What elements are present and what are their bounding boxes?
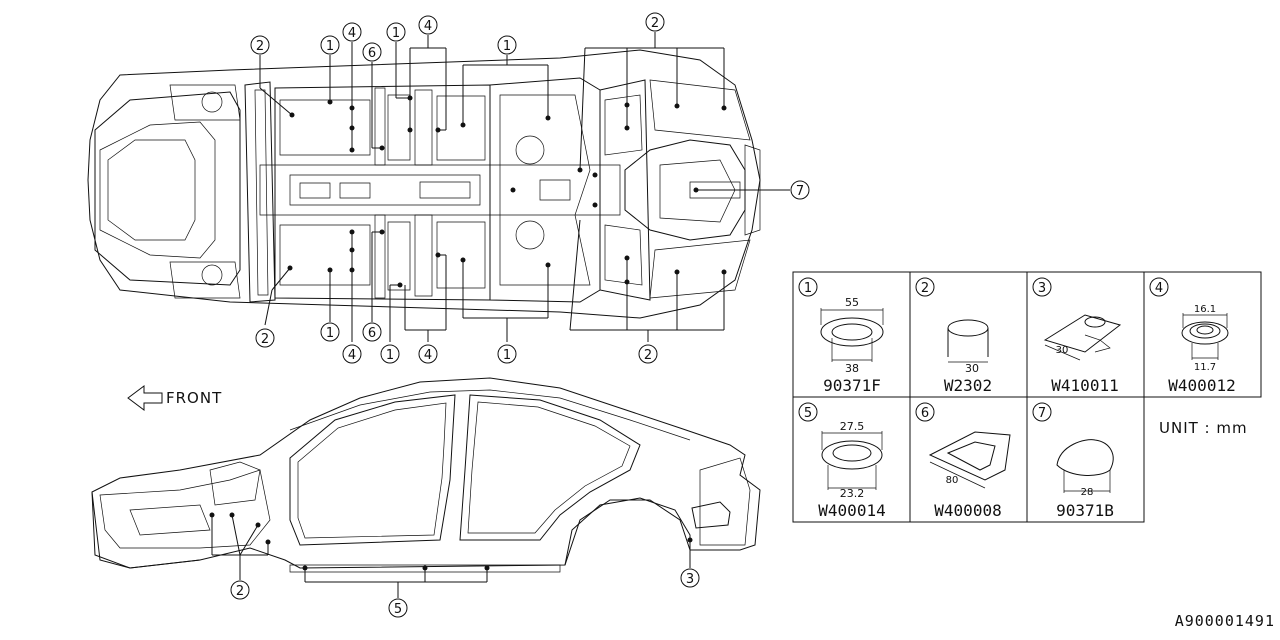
svg-text:2: 2: [261, 332, 269, 347]
callout-1: 1: [320, 35, 340, 55]
part-cell-7: 7 28 90371B: [1032, 402, 1114, 520]
callout-4: 4: [342, 22, 362, 42]
side-view: [91, 377, 761, 573]
svg-text:1: 1: [326, 326, 334, 341]
part-no-W400012: W400012: [1168, 376, 1235, 395]
svg-text:4: 4: [424, 19, 432, 34]
part-cell-2: 2 30 W2302: [915, 277, 992, 395]
diagram-id: A900001491: [1175, 612, 1275, 630]
svg-text:2: 2: [651, 16, 659, 31]
svg-text:1: 1: [392, 26, 400, 41]
svg-text:30: 30: [965, 362, 979, 375]
svg-text:2: 2: [921, 281, 929, 296]
svg-text:4: 4: [1155, 281, 1163, 296]
part-cell-1: 1 55 38 90371F: [798, 277, 884, 395]
svg-text:1: 1: [503, 348, 511, 363]
svg-text:30: 30: [1056, 345, 1069, 356]
svg-text:4: 4: [348, 348, 356, 363]
callout-2: 2: [645, 12, 665, 32]
part-no-W410011: W410011: [1051, 376, 1118, 395]
svg-text:6: 6: [368, 326, 376, 341]
svg-text:6: 6: [368, 46, 376, 61]
callouts-side: 2 5 3: [230, 568, 700, 618]
part-cell-4: 4 16.1 11.7 W400012: [1149, 277, 1236, 395]
callout-2: 2: [255, 328, 275, 348]
svg-text:1: 1: [804, 281, 812, 296]
callout-4: 4: [418, 344, 438, 364]
callout-3: 3: [680, 568, 700, 588]
underbody-top-view: [87, 49, 761, 319]
svg-text:4: 4: [348, 26, 356, 41]
svg-text:27.5: 27.5: [840, 420, 865, 433]
callout-7: 7: [790, 180, 810, 200]
svg-text:55: 55: [845, 296, 859, 309]
part-cell-6: 6 80 W400008: [915, 402, 1011, 520]
svg-text:6: 6: [921, 406, 929, 421]
part-no-W400008: W400008: [934, 501, 1001, 520]
svg-text:5: 5: [394, 602, 402, 617]
callout-6: 6: [362, 322, 382, 342]
plug-dots-top: [287, 95, 727, 288]
callout-1: 1: [386, 22, 406, 42]
callout-5: 5: [388, 598, 408, 618]
callout-1: 1: [497, 35, 517, 55]
svg-text:2: 2: [236, 584, 244, 599]
svg-text:1: 1: [326, 39, 334, 54]
leader-lines-top: [259, 32, 790, 342]
svg-text:4: 4: [424, 348, 432, 363]
callout-6: 6: [362, 42, 382, 62]
callout-4: 4: [342, 344, 362, 364]
front-label: FRONT: [166, 389, 222, 407]
callout-2: 2: [230, 580, 250, 600]
part-no-W2302: W2302: [944, 376, 992, 395]
part-cell-5: 5 27.5 23.2 W400014: [798, 402, 886, 520]
part-no-90371F: 90371F: [823, 376, 881, 395]
svg-text:2: 2: [256, 39, 264, 54]
callout-4: 4: [418, 15, 438, 35]
svg-text:3: 3: [1038, 281, 1046, 296]
callout-2: 2: [638, 344, 658, 364]
part-cell-3: 3 30 W410011: [1032, 277, 1122, 395]
part-no-90371B: 90371B: [1056, 501, 1114, 520]
svg-text:80: 80: [946, 475, 959, 486]
svg-text:23.2: 23.2: [840, 487, 865, 500]
parts-table: 1 55 38 90371F 2 30 W2302 3: [792, 271, 1262, 523]
callouts-top: 2 1 4 6 1 4 1 2 7 2 1 6 4 1 4 1 2: [250, 12, 810, 364]
svg-text:1: 1: [503, 39, 511, 54]
callout-1: 1: [497, 344, 517, 364]
plug-dots-side: [209, 512, 693, 571]
svg-text:3: 3: [686, 572, 694, 587]
svg-text:1: 1: [386, 348, 394, 363]
callout-1: 1: [380, 344, 400, 364]
svg-text:28: 28: [1081, 487, 1094, 498]
svg-text:11.7: 11.7: [1194, 362, 1216, 373]
part-no-W400014: W400014: [818, 501, 885, 520]
svg-text:16.1: 16.1: [1194, 304, 1216, 315]
svg-text:5: 5: [804, 406, 812, 421]
svg-text:7: 7: [796, 184, 804, 199]
front-arrow: FRONT: [127, 385, 222, 411]
callout-1: 1: [320, 322, 340, 342]
leader-lines-side: [211, 514, 691, 598]
svg-text:7: 7: [1038, 406, 1046, 421]
svg-text:38: 38: [845, 362, 859, 375]
callout-2: 2: [250, 35, 270, 55]
svg-text:2: 2: [644, 348, 652, 363]
unit-label: UNIT : mm: [1159, 419, 1248, 437]
